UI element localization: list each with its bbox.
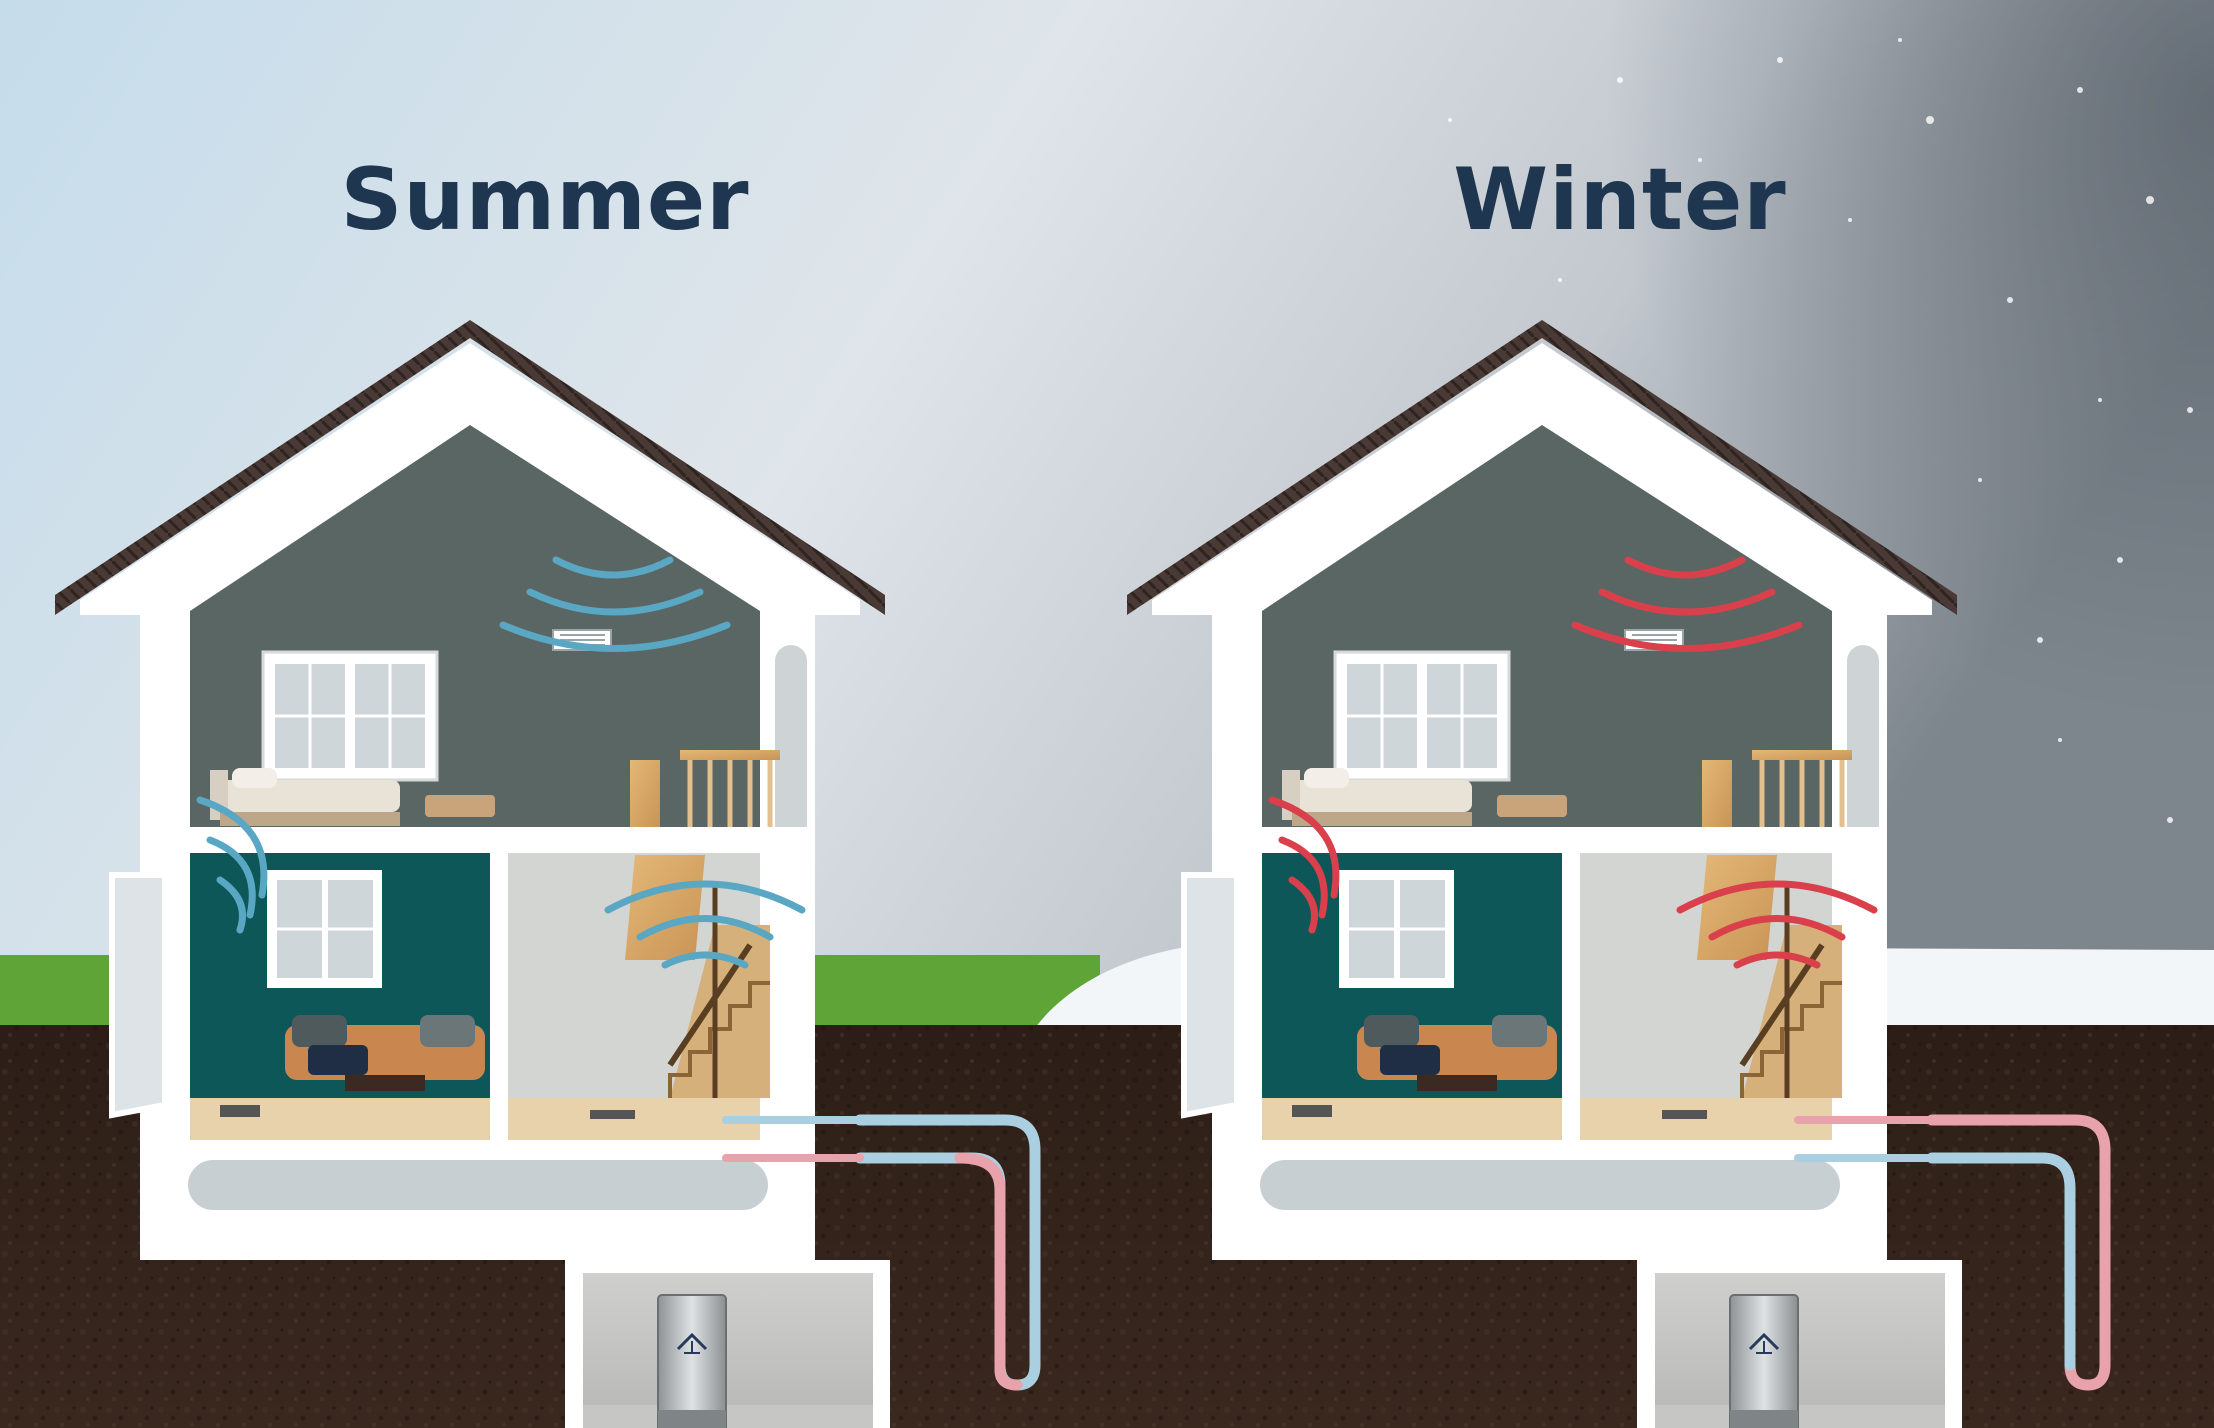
ground-loop-pipe-icon	[854, 1114, 1041, 1391]
air-wave-icon	[196, 556, 806, 969]
air-wave-icon	[1268, 556, 1878, 969]
summer-title: Summer	[340, 150, 750, 250]
ground-loop-pipe-icon	[1926, 1114, 2111, 1391]
winter-title: Winter	[1453, 150, 1787, 250]
